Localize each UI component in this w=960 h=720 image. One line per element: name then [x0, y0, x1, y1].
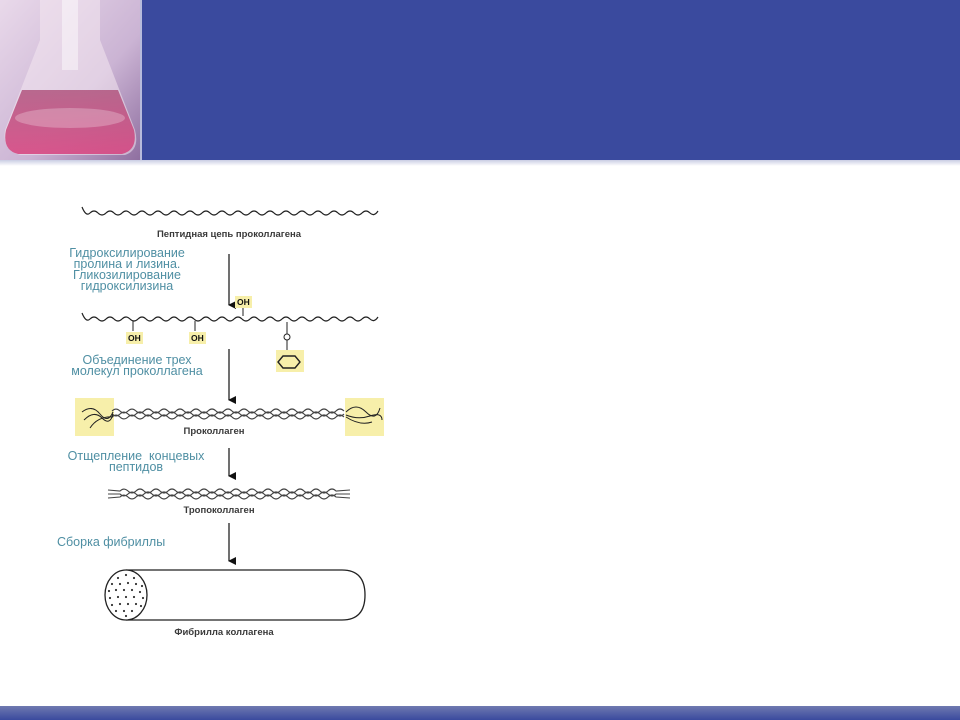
- caption-peptide-chain: Пептидная цепь проколлагена: [156, 229, 302, 240]
- fibril-dots: [107, 573, 145, 618]
- oh-label: OH: [235, 296, 252, 308]
- step-assembly-text: Объединение трех молекул проколлагена: [71, 353, 203, 378]
- fibril-cross-section: [104, 569, 148, 621]
- procollagen-helix: [111, 408, 345, 420]
- step-cleavage-text: Отщепление концевых пептидов: [67, 449, 205, 474]
- step-fibril-text: Сборка фибриллы: [57, 535, 166, 549]
- header-banner: [0, 0, 960, 160]
- header-shadow: [0, 160, 960, 166]
- caption-procollagen: Проколлаген: [183, 426, 245, 437]
- glyco-oxygen: [283, 333, 291, 341]
- sugar-ring-icon: [277, 355, 301, 369]
- modified-chain: [81, 312, 379, 322]
- tropocollagen-helix: [107, 488, 351, 500]
- peptide-chain: [81, 206, 379, 216]
- step-hydroxylation-text: Гидроксилирование пролина и лизина. Глик…: [69, 246, 185, 293]
- footer-bar: [0, 706, 960, 720]
- propeptide-ends: [81, 406, 383, 429]
- flask-image: [0, 0, 142, 160]
- oh-label: OH: [189, 332, 206, 344]
- oh-label: OH: [126, 332, 143, 344]
- caption-collagen-fibril: Фибрилла коллагена: [174, 627, 274, 638]
- fibril-body: [126, 569, 366, 621]
- caption-tropocollagen: Тропоколлаген: [183, 505, 255, 516]
